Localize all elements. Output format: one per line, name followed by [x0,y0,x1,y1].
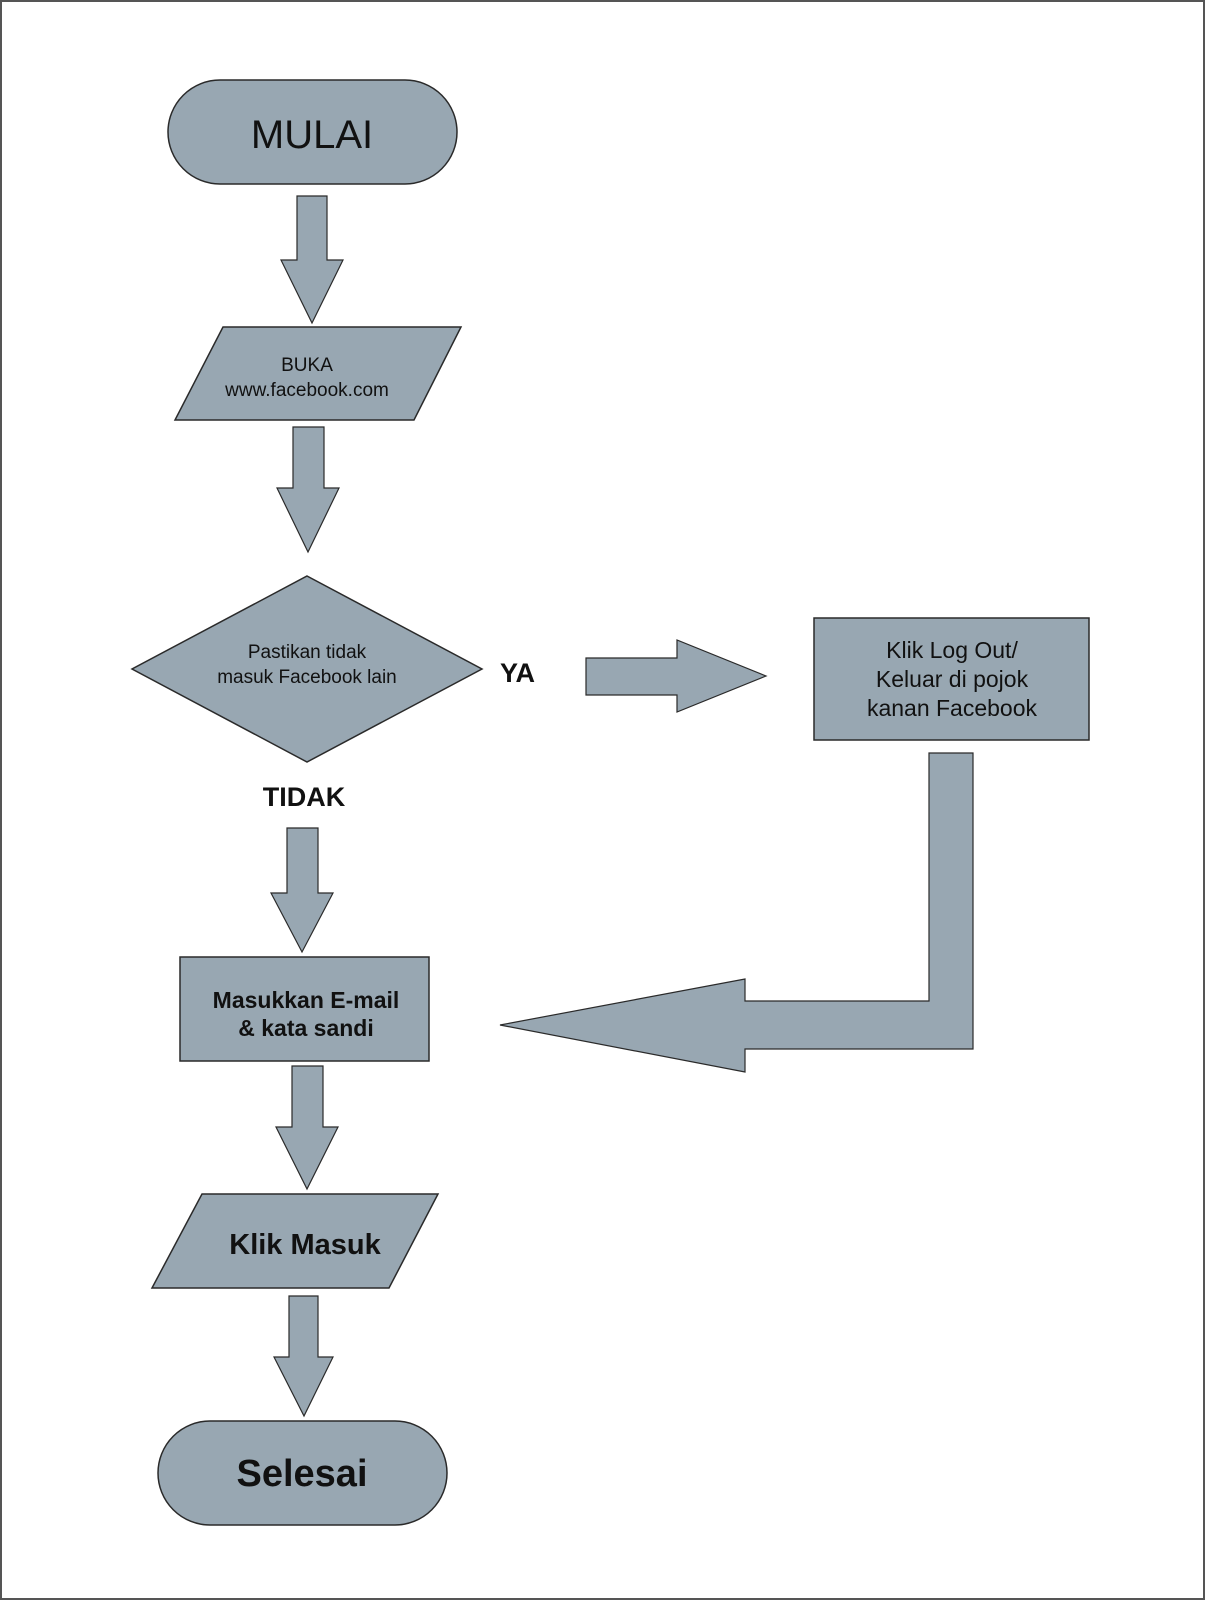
end-terminator: Selesai [157,1420,448,1526]
decision-shape [130,575,484,763]
click-login-label: Klik Masuk [229,1229,381,1261]
arrow-credentials-to-login [275,1065,339,1191]
credentials-line-1: Masukkan E-mail [213,987,400,1013]
logout-line-1: Klik Log Out/ [886,637,1018,663]
arrow-logout-to-credentials [499,752,974,1073]
click-login-shape [150,1193,440,1289]
decision-diamond: Pastikan tidak masuk Facebook lain [130,575,484,763]
decision-line-2: masuk Facebook lain [217,667,397,688]
credentials-line-2: & kata sandi [238,1015,374,1041]
yes-label: YA [500,658,535,688]
open-site-line-1: BUKA [281,355,333,376]
start-shape [167,79,458,185]
arrow-login-to-end [273,1295,334,1418]
arrow-start-to-open [280,195,344,325]
logout-line-2: Keluar di pojok [876,666,1029,692]
logout-line-3: kanan Facebook [867,695,1038,721]
logout-process: Klik Log Out/ Keluar di pojok kanan Face… [813,617,1090,741]
logout-shape [813,617,1090,741]
credentials-shape [179,956,430,1062]
start-terminator: MULAI [167,79,458,185]
arrow-open-to-decision [276,426,340,554]
no-label: TIDAK [263,782,346,812]
open-site-input: BUKA www.facebook.com [173,326,463,421]
end-shape [157,1420,448,1526]
arrow-no-to-credentials [270,827,334,954]
end-label: Selesai [237,1453,368,1495]
open-site-line-2: www.facebook.com [224,380,389,401]
credentials-process: Masukkan E-mail & kata sandi [179,956,430,1062]
arrow-yes-to-logout [585,639,768,713]
open-site-shape [173,326,463,421]
start-label: MULAI [251,113,373,157]
decision-line-1: Pastikan tidak [248,642,367,663]
click-login-input: Klik Masuk [150,1193,440,1289]
